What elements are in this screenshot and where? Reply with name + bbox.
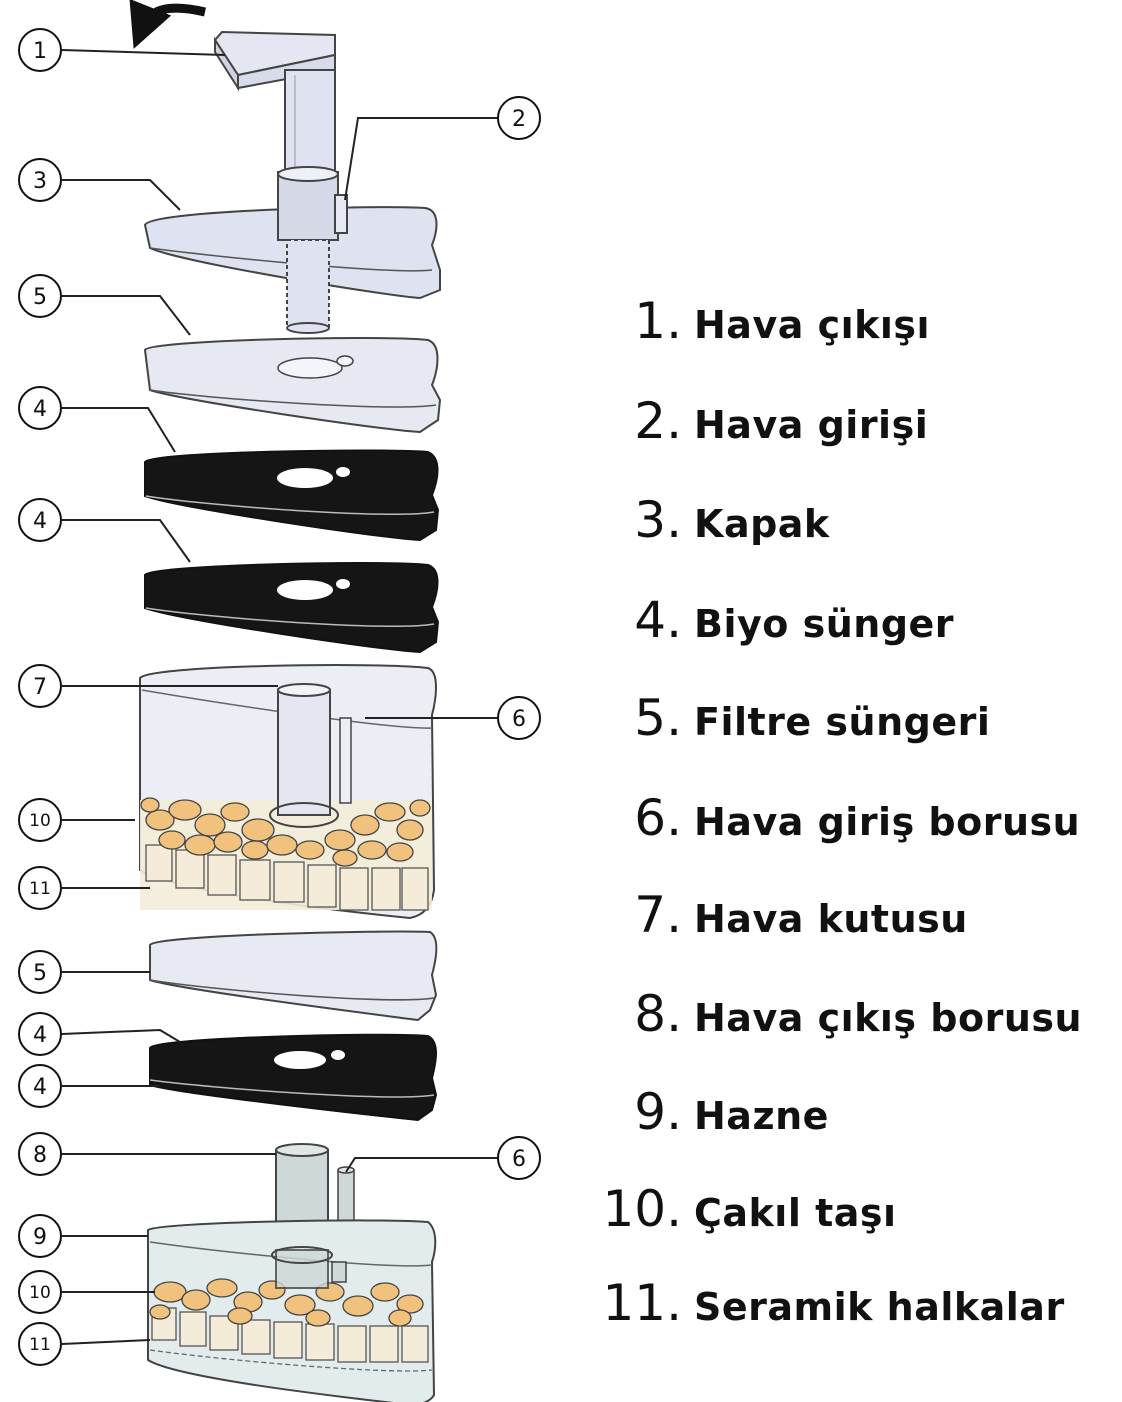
legend-number: 10. — [602, 1180, 682, 1238]
svg-text:3: 3 — [33, 169, 47, 194]
bio-sponge-part-1 — [144, 449, 440, 542]
svg-text:4: 4 — [33, 1023, 47, 1048]
legend-number: 5. — [634, 689, 682, 747]
legend-item-3: 3. Kapak — [590, 491, 1110, 561]
callout-5a: 5 — [18, 274, 62, 318]
callout-5b: 5 — [18, 950, 62, 994]
svg-text:8: 8 — [33, 1143, 47, 1168]
legend-label: Hava girişi — [694, 403, 929, 447]
bio-sponge-part-3 — [149, 1033, 438, 1122]
legend-label: Hava çıkışı — [694, 303, 931, 347]
lid-part — [143, 166, 441, 334]
legend-item-4: 4. Biyo sünger — [590, 591, 1110, 661]
callout-8: 8 — [18, 1132, 62, 1176]
legend-number: 1. — [634, 292, 682, 350]
legend-number: 11. — [602, 1274, 682, 1332]
legend-label: Hava kutusu — [694, 897, 968, 941]
svg-text:4: 4 — [33, 1075, 47, 1100]
callout-4b: 4 — [18, 498, 62, 542]
callout-10b: 10 — [18, 1270, 62, 1314]
svg-text:5: 5 — [33, 961, 47, 986]
legend-item-11: 11. Seramik halkalar — [590, 1274, 1110, 1344]
legend-number: 4. — [634, 591, 682, 649]
leader-lines — [61, 49, 498, 1345]
svg-text:11: 11 — [29, 879, 51, 899]
callout-4a: 4 — [18, 386, 62, 430]
legend-number: 2. — [634, 392, 682, 450]
callout-9: 9 — [18, 1214, 62, 1258]
legend-item-6: 6. Hava giriş borusu — [590, 789, 1110, 859]
callout-11a: 11 — [18, 866, 62, 910]
legend-number: 8. — [634, 985, 682, 1043]
legend-number: 7. — [634, 886, 682, 944]
legend-number: 9. — [634, 1083, 682, 1141]
legend-label: Seramik halkalar — [694, 1285, 1065, 1329]
legend-item-5: 5. Filtre süngeri — [590, 689, 1110, 759]
legend-number: 6. — [634, 789, 682, 847]
legend-label: Biyo sünger — [694, 602, 955, 646]
svg-text:10: 10 — [29, 811, 51, 831]
callout-10a: 10 — [18, 798, 62, 842]
upper-chamber-part — [139, 664, 437, 920]
bio-sponge-part-2 — [144, 562, 440, 654]
legend-label: Filtre süngeri — [694, 700, 991, 744]
svg-text:1: 1 — [33, 39, 47, 64]
svg-text:2: 2 — [512, 107, 526, 132]
callout-6a: 6 — [497, 696, 541, 740]
filter-sponge-part-bottom — [149, 930, 438, 1022]
callout-1: 1 — [18, 28, 62, 72]
callout-6b: 6 — [497, 1136, 541, 1180]
air-outlet-part — [129, 0, 336, 181]
svg-text:6: 6 — [512, 1147, 526, 1172]
legend-label: Kapak — [694, 502, 830, 546]
legend-number: 3. — [634, 491, 682, 549]
callout-3: 3 — [18, 158, 62, 202]
legend-label: Hazne — [694, 1094, 829, 1138]
svg-text:9: 9 — [33, 1225, 47, 1250]
legend-item-1: 1. Hava çıkışı — [590, 292, 1110, 362]
reservoir-part — [147, 1219, 437, 1402]
callout-2: 2 — [497, 96, 541, 140]
legend-label: Hava giriş borusu — [694, 800, 1081, 844]
legend-item-9: 9. Hazne — [590, 1083, 1110, 1153]
callout-4c: 4 — [18, 1012, 62, 1056]
callout-11b: 11 — [18, 1322, 62, 1366]
svg-text:6: 6 — [512, 707, 526, 732]
callout-4d: 4 — [18, 1064, 62, 1108]
svg-text:11: 11 — [29, 1335, 51, 1355]
legend-item-10: 10. Çakıl taşı — [590, 1180, 1110, 1250]
legend-label: Çakıl taşı — [694, 1191, 897, 1235]
legend-item-7: 7. Hava kutusu — [590, 886, 1110, 956]
svg-text:4: 4 — [33, 509, 47, 534]
outflow-arrow-icon — [129, 0, 207, 49]
legend-item-2: 2. Hava girişi — [590, 392, 1110, 462]
svg-text:10: 10 — [29, 1283, 51, 1303]
legend-item-8: 8. Hava çıkış borusu — [590, 985, 1110, 1055]
legend-label: Hava çıkış borusu — [694, 996, 1083, 1040]
svg-text:5: 5 — [33, 285, 47, 310]
filter-sponge-part-top — [143, 337, 442, 434]
svg-text:7: 7 — [33, 675, 47, 700]
callout-7: 7 — [18, 664, 62, 708]
svg-text:4: 4 — [33, 397, 47, 422]
